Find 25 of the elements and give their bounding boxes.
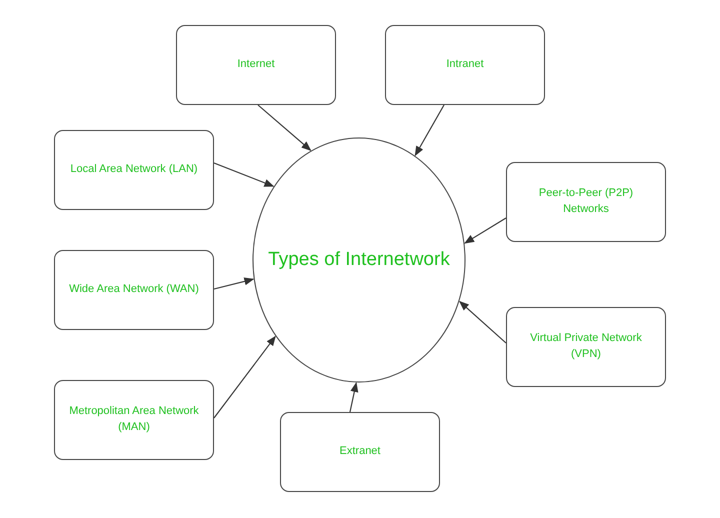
process-box xyxy=(506,307,666,387)
arrow xyxy=(214,162,274,187)
process-box xyxy=(54,130,214,210)
node-label: Intranet xyxy=(445,57,485,72)
node-label: Wide Area Network (WAN) xyxy=(68,282,200,298)
node-label: Peer-to-Peer (P2P) Networks xyxy=(538,186,634,217)
process-box xyxy=(280,412,440,492)
node-label: Internet xyxy=(236,57,276,72)
process-box xyxy=(176,25,336,105)
arrow xyxy=(214,277,254,290)
central-title: Types of Internetwork xyxy=(267,248,451,272)
process-box xyxy=(54,250,214,330)
node-label: Local Area Network (LAN) xyxy=(69,162,199,178)
process-box xyxy=(54,380,214,460)
node-label: Virtual Private Network (VPN) xyxy=(529,331,643,362)
arrow xyxy=(458,300,506,344)
arrow xyxy=(349,382,358,412)
process-box xyxy=(385,25,545,105)
arrow xyxy=(464,218,506,244)
arrow xyxy=(258,104,312,151)
process-box xyxy=(506,162,666,242)
arrow xyxy=(214,336,276,418)
node-label: Extranet xyxy=(338,444,382,460)
arrow xyxy=(414,104,444,156)
node-label: Metropolitan Area Network (MAN) xyxy=(68,404,200,435)
